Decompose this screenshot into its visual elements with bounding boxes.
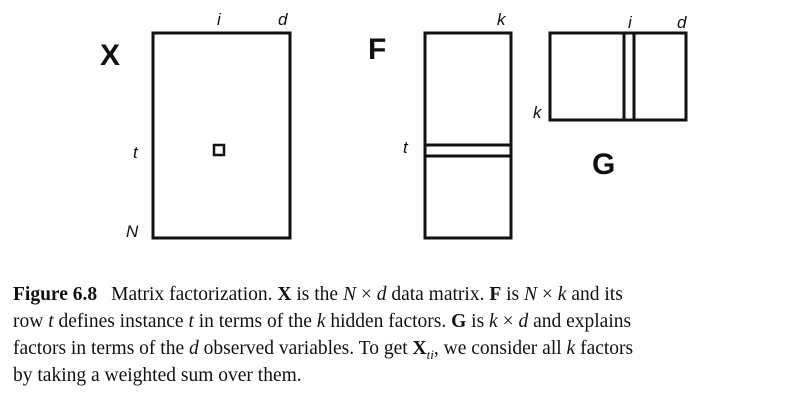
caption-figure-label: Figure 6.8 bbox=[13, 284, 98, 305]
caption-text: and its bbox=[566, 284, 623, 305]
caption-symbol: N bbox=[524, 284, 538, 305]
caption-symbol: G bbox=[451, 311, 467, 332]
matrix-f-row-t-label: t bbox=[403, 138, 409, 157]
caption-text: × bbox=[497, 311, 519, 332]
caption-symbol: X bbox=[412, 338, 427, 359]
matrix-x-title: X bbox=[100, 39, 120, 72]
matrix-g-title: G bbox=[592, 148, 615, 181]
caption-symbol: t bbox=[188, 311, 194, 332]
matrix-x-rect bbox=[151, 31, 292, 240]
caption-text: factors bbox=[575, 338, 634, 359]
caption-text: hidden factors. bbox=[325, 311, 452, 332]
caption-symbol: d bbox=[189, 338, 199, 359]
caption-symbol: N bbox=[342, 284, 356, 305]
caption-symbol: k bbox=[557, 284, 567, 305]
caption-symbol: X bbox=[277, 284, 292, 305]
matrix-x-element-ti bbox=[212, 143, 226, 157]
caption-symbol: d bbox=[518, 311, 529, 332]
caption-text: by taking a weighted sum over them. bbox=[13, 365, 302, 386]
caption-line-1: Figure 6.8 Matrix factorization. X is the… bbox=[13, 281, 788, 308]
caption-text: Matrix factorization. bbox=[111, 284, 278, 305]
caption-line-2: row t defines instance t in terms of the… bbox=[13, 308, 788, 335]
matrix-f-rect bbox=[423, 31, 513, 240]
caption-text: observed variables. To get bbox=[198, 338, 413, 359]
matrix-x-col-d-label: d bbox=[278, 10, 288, 29]
caption-text: data matrix. bbox=[386, 284, 490, 305]
caption-text: , we consider all bbox=[433, 338, 567, 359]
caption-text: is bbox=[466, 311, 490, 332]
matrix-f-col-k-label: k bbox=[497, 10, 507, 29]
matrix-factorization-figure: X i d t N F k t i d k G bbox=[100, 10, 688, 241]
matrix-f-title: F bbox=[368, 33, 386, 66]
caption-symbol: t bbox=[48, 311, 54, 332]
matrix-x-row-n-label: N bbox=[126, 222, 139, 241]
caption-text: and explains bbox=[528, 311, 632, 332]
caption-line-4: by taking a weighted sum over them. bbox=[13, 362, 788, 389]
caption-subscript: ti bbox=[426, 346, 434, 362]
matrix-g-col-i-label: i bbox=[628, 13, 633, 32]
caption-text: defines instance bbox=[53, 311, 189, 332]
caption-symbol: d bbox=[376, 284, 387, 305]
caption-text: factors in terms of the bbox=[13, 338, 189, 359]
matrix-x-row-t-label: t bbox=[133, 143, 139, 162]
caption-symbol: k bbox=[566, 338, 576, 359]
matrix-g-row-k-label: k bbox=[533, 103, 543, 122]
figure-canvas: X i d t N F k t i d k G bbox=[100, 10, 688, 241]
caption-symbol: k bbox=[489, 311, 498, 332]
figure-caption: Figure 6.8 Matrix factorization. X is the… bbox=[13, 281, 788, 389]
caption-text: in terms of the bbox=[193, 311, 317, 332]
caption-text: is bbox=[501, 284, 525, 305]
caption-symbol: F bbox=[489, 284, 502, 305]
caption-symbol: k bbox=[316, 311, 326, 332]
caption-text: row bbox=[13, 311, 49, 332]
caption-text: is the bbox=[291, 284, 343, 305]
caption-line-3: factors in terms of the d observed varia… bbox=[13, 335, 788, 362]
matrix-g-col-d-label: d bbox=[677, 13, 687, 32]
matrix-g-rect bbox=[548, 31, 688, 122]
matrix-x-col-i-label: i bbox=[217, 10, 222, 29]
caption-text: × bbox=[355, 284, 377, 305]
caption-text: × bbox=[537, 284, 558, 305]
